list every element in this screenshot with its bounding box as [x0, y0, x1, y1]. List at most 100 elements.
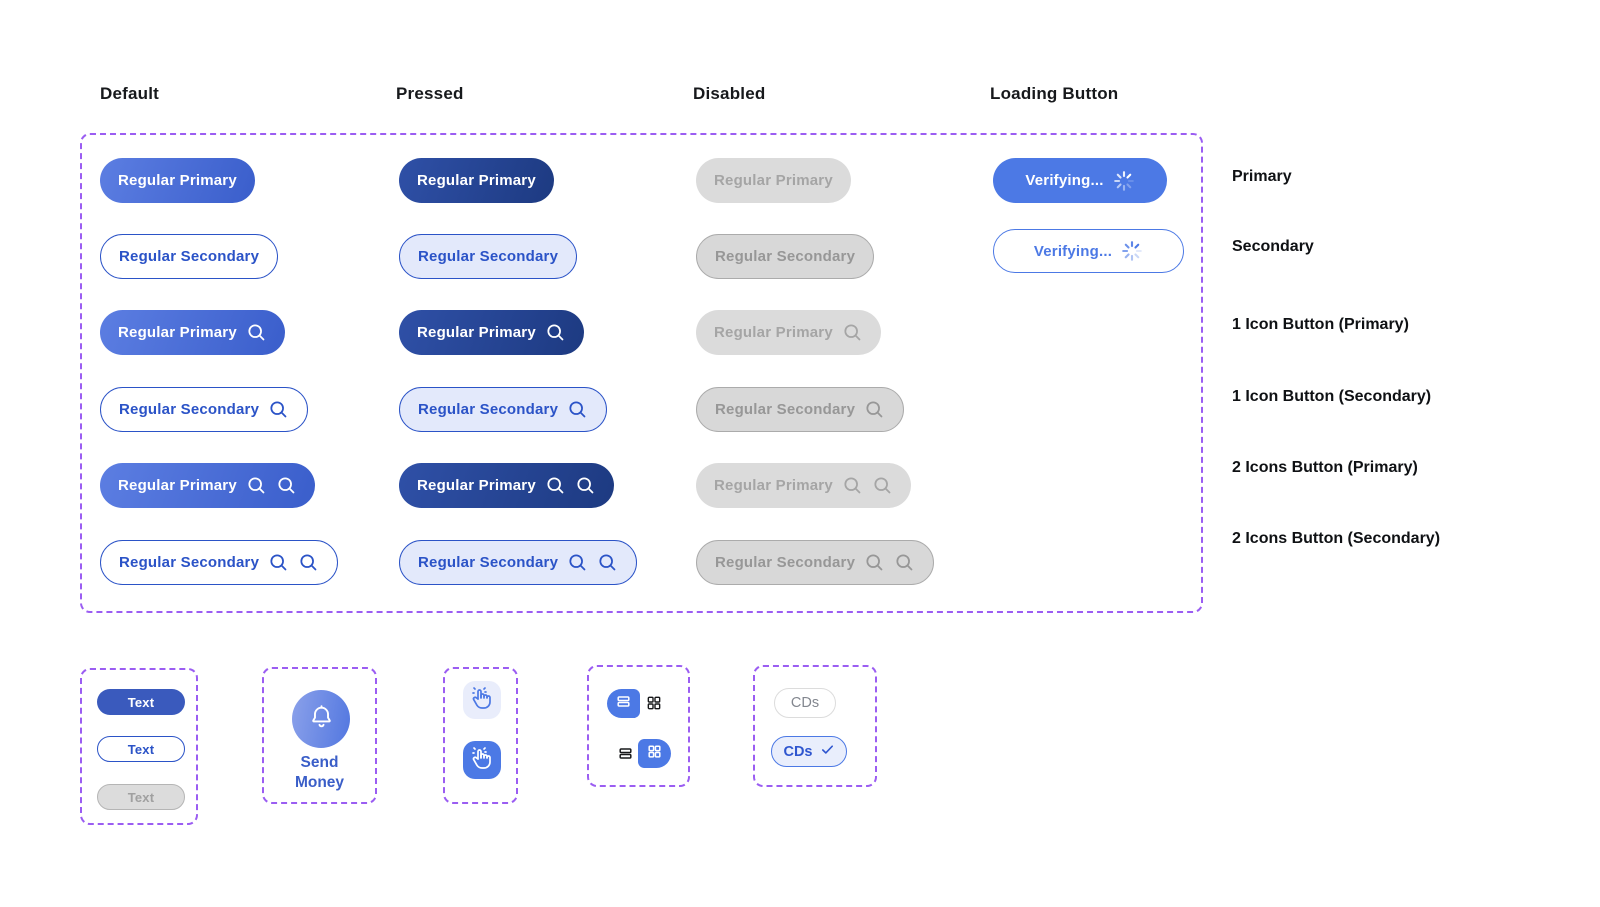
- bell-icon: [308, 703, 335, 735]
- button-label: Regular Secondary: [418, 248, 559, 265]
- hand-click-icon: [470, 686, 494, 715]
- verifying-secondary-loading-button[interactable]: Verifying...: [993, 229, 1184, 273]
- search-icon: [276, 475, 297, 496]
- button-label: Regular Secondary: [418, 401, 559, 418]
- check-icon: [820, 742, 835, 761]
- button-label: Text: [127, 789, 155, 805]
- regular-primary-1icon-disabled-button: Regular Primary: [696, 310, 881, 355]
- search-icon: [545, 322, 566, 343]
- grid-view-toggle-selected[interactable]: [638, 739, 671, 768]
- button-label: Regular Primary: [714, 477, 833, 494]
- row-label-secondary: Secondary: [1232, 238, 1314, 255]
- send-money-label: Send Money: [294, 754, 345, 792]
- button-label: Regular Primary: [118, 324, 237, 341]
- row-label-2icons-secondary: 2 Icons Button (Secondary): [1232, 530, 1441, 547]
- row-label-2icons-primary: 2 Icons Button (Primary): [1232, 459, 1418, 476]
- button-label: Regular Secondary: [119, 401, 260, 418]
- tap-icon-button-dark[interactable]: [463, 741, 501, 779]
- list-view-icon: [616, 694, 631, 714]
- column-header-disabled: Disabled: [693, 84, 766, 103]
- search-icon: [864, 399, 885, 420]
- regular-primary-disabled-button: Regular Primary: [696, 158, 851, 203]
- search-icon: [597, 552, 618, 573]
- grid-view-icon: [647, 744, 662, 764]
- search-icon: [842, 475, 863, 496]
- button-label: Regular Primary: [714, 172, 833, 189]
- regular-primary-2icons-default-button[interactable]: Regular Primary: [100, 463, 315, 508]
- button-label: Regular Primary: [417, 477, 536, 494]
- button-label: Verifying...: [1033, 242, 1113, 260]
- hand-click-icon: [470, 746, 494, 775]
- regular-primary-1icon-pressed-button[interactable]: Regular Primary: [399, 310, 584, 355]
- tap-icon-button-light[interactable]: [463, 681, 501, 719]
- search-icon: [567, 552, 588, 573]
- column-header-default: Default: [100, 84, 160, 103]
- button-label: Verifying...: [1025, 172, 1104, 189]
- button-label: Regular Primary: [417, 324, 536, 341]
- regular-secondary-2icons-disabled-button: Regular Secondary: [696, 540, 935, 585]
- search-icon: [268, 399, 289, 420]
- regular-secondary-1icon-disabled-button: Regular Secondary: [696, 387, 905, 432]
- grid-view-icon: [646, 695, 662, 716]
- spinner-icon: [1113, 170, 1135, 192]
- regular-primary-1icon-default-button[interactable]: Regular Primary: [100, 310, 285, 355]
- search-icon: [894, 552, 915, 573]
- regular-secondary-2icons-pressed-button[interactable]: Regular Secondary: [399, 540, 638, 585]
- cds-chip[interactable]: CDs: [774, 688, 836, 718]
- regular-secondary-1icon-default-button[interactable]: Regular Secondary: [100, 387, 309, 432]
- regular-primary-2icons-pressed-button[interactable]: Regular Primary: [399, 463, 614, 508]
- small-text-button-disabled: Text: [97, 784, 185, 810]
- verifying-primary-loading-button[interactable]: Verifying...: [993, 158, 1167, 203]
- search-icon: [246, 475, 267, 496]
- list-view-toggle-selected[interactable]: [607, 689, 640, 718]
- row-label-primary: Primary: [1232, 168, 1292, 185]
- tap-icon-buttons-frame: [443, 667, 518, 804]
- button-label: Regular Secondary: [119, 248, 260, 265]
- regular-primary-default-button[interactable]: Regular Primary: [100, 158, 255, 203]
- cds-chip-selected[interactable]: CDs: [771, 736, 847, 767]
- search-icon: [842, 322, 863, 343]
- column-header-loading: Loading Button: [990, 84, 1119, 103]
- row-label-1icon-primary: 1 Icon Button (Primary): [1232, 316, 1409, 333]
- search-icon: [268, 552, 289, 573]
- button-label: Regular Secondary: [715, 248, 856, 265]
- search-icon: [872, 475, 893, 496]
- chip-label: CDs: [790, 695, 820, 711]
- row-label-1icon-secondary: 1 Icon Button (Secondary): [1232, 388, 1432, 405]
- spinner-icon: [1121, 240, 1143, 262]
- regular-primary-2icons-disabled-button: Regular Primary: [696, 463, 911, 508]
- regular-secondary-disabled-button: Regular Secondary: [696, 234, 875, 279]
- search-icon: [567, 399, 588, 420]
- button-label: Text: [127, 694, 155, 710]
- send-money-frame: Send Money: [262, 667, 377, 804]
- regular-secondary-pressed-button[interactable]: Regular Secondary: [399, 234, 578, 279]
- column-header-pressed: Pressed: [396, 84, 464, 103]
- regular-secondary-1icon-pressed-button[interactable]: Regular Secondary: [399, 387, 608, 432]
- search-icon: [545, 475, 566, 496]
- small-text-button-filled[interactable]: Text: [97, 689, 185, 715]
- send-money-button[interactable]: [292, 690, 350, 748]
- button-label: Text: [127, 741, 155, 757]
- button-label: Regular Primary: [417, 172, 536, 189]
- chip-label: CDs: [783, 743, 813, 760]
- search-icon: [246, 322, 267, 343]
- button-label: Regular Primary: [714, 324, 833, 341]
- search-icon: [575, 475, 596, 496]
- small-text-buttons-frame: Text Text Text: [80, 668, 198, 825]
- regular-secondary-2icons-default-button[interactable]: Regular Secondary: [100, 540, 339, 585]
- filter-chips-frame: CDs CDs: [753, 665, 877, 787]
- regular-secondary-default-button[interactable]: Regular Secondary: [100, 234, 279, 279]
- search-icon: [298, 552, 319, 573]
- button-label: Regular Secondary: [119, 554, 260, 571]
- button-states-frame: Regular Primary Regular Primary Regular …: [80, 133, 1203, 613]
- button-label: Regular Secondary: [715, 554, 856, 571]
- small-text-button-outline[interactable]: Text: [97, 736, 185, 762]
- regular-primary-pressed-button[interactable]: Regular Primary: [399, 158, 554, 203]
- list-view-icon: [618, 746, 633, 766]
- button-label: Regular Secondary: [715, 401, 856, 418]
- list-view-toggle[interactable]: [618, 746, 633, 766]
- button-label: Regular Primary: [118, 477, 237, 494]
- grid-view-toggle[interactable]: [646, 695, 662, 716]
- view-toggle-frame: [587, 665, 690, 787]
